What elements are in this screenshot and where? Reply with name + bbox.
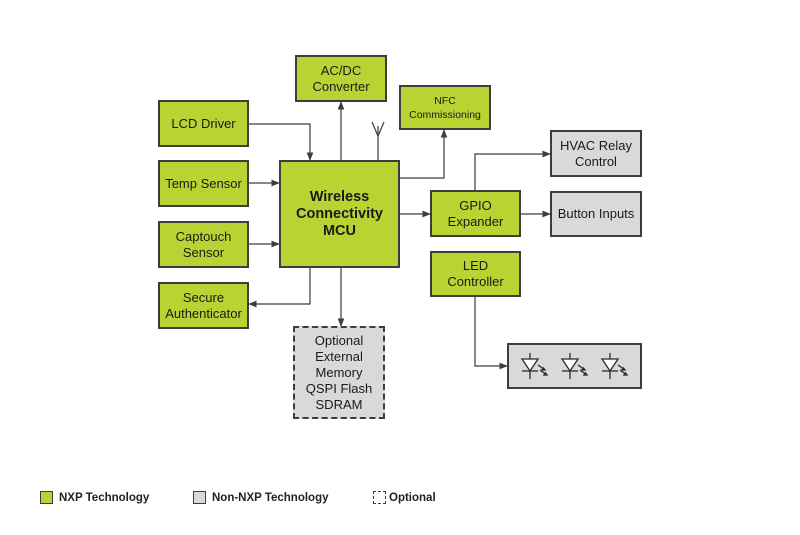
led-to-array-arrow (474, 297, 508, 370)
led-diodes-group (520, 353, 629, 379)
led-array-block (507, 343, 642, 389)
button-inputs-block: Button Inputs (550, 191, 642, 237)
led-diode-icon (520, 353, 549, 379)
lcd-to-mcu-arrow (249, 123, 314, 161)
temp-sensor-block: Temp Sensor (158, 160, 249, 207)
legend-non-nxp: Non-NXP Technology (193, 491, 329, 504)
optional-memory-block: Optional External Memory QSPI Flash SDRA… (293, 326, 385, 419)
legend-non-nxp-label: Non-NXP Technology (212, 491, 329, 504)
legend-optional-swatch (373, 491, 386, 504)
nfc-commissioning-block: NFC Commissioning (399, 85, 491, 130)
captouch-sensor-block: Captouch Sensor (158, 221, 249, 268)
gpio-expander-block: GPIO Expander (430, 190, 521, 237)
legend-nxp-swatch (40, 491, 53, 504)
lcd-driver-block: LCD Driver (158, 100, 249, 147)
led-diode-icon (560, 353, 589, 379)
wireless-mcu-block: Wireless Connectivity MCU (279, 160, 400, 268)
legend-non-nxp-swatch (193, 491, 206, 504)
legend-nxp-label: NXP Technology (59, 491, 150, 504)
secure-authenticator-block: Secure Authenticator (158, 282, 249, 329)
led-controller-block: LED Controller (430, 251, 521, 297)
legend-optional-label: Optional (389, 491, 436, 504)
acdc-converter-block: AC/DC Converter (295, 55, 387, 102)
mcu-to-nfc-arrow (400, 129, 448, 179)
legend-optional: Optional (373, 491, 436, 504)
hvac-relay-block: HVAC Relay Control (550, 130, 642, 177)
antenna-icon (371, 121, 385, 160)
gpio-to-hvac-arrow (474, 150, 551, 190)
mcu-to-secure-arrow (248, 268, 311, 308)
legend-nxp: NXP Technology (40, 491, 149, 504)
led-diode-icon (600, 353, 629, 379)
